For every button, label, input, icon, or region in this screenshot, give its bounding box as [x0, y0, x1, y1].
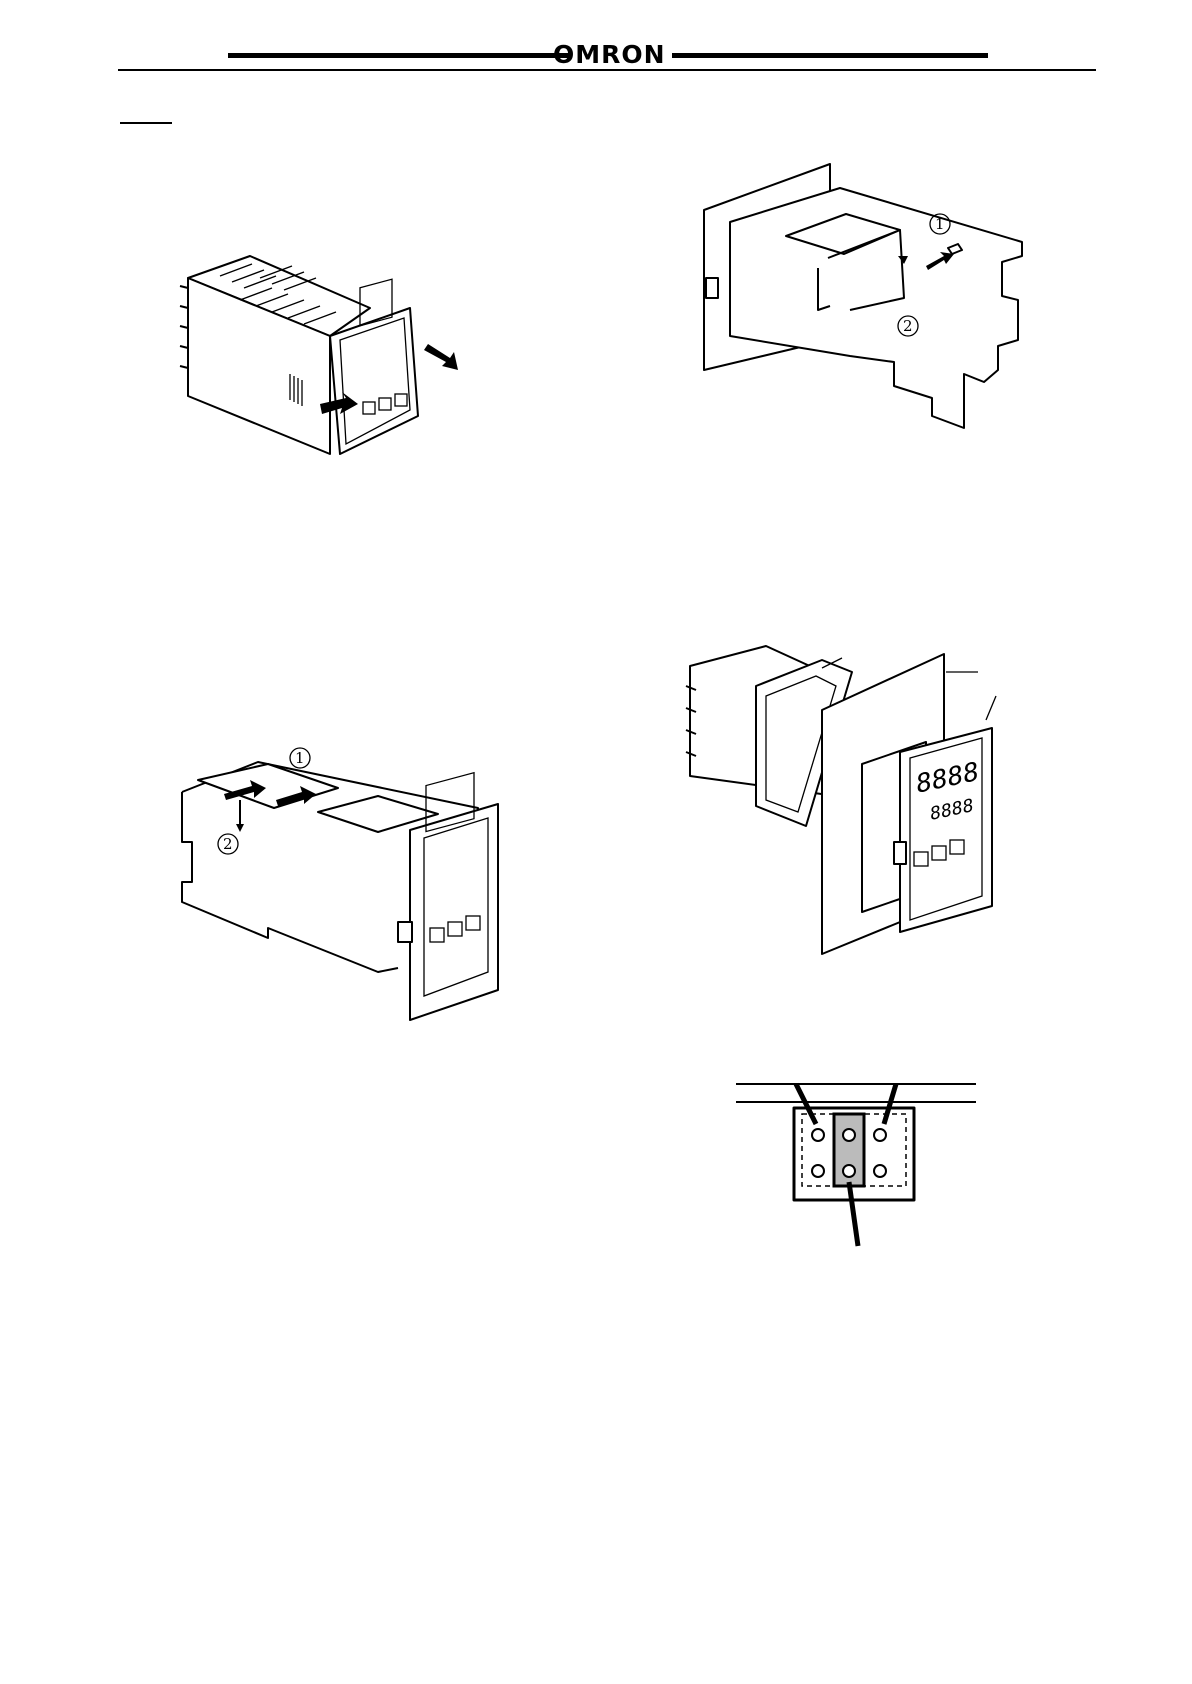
panel-mounting-figure: 8888 8888 [686, 646, 1006, 958]
marker-2: 2 [223, 835, 233, 853]
board-insertion-figure: 1 2 [178, 742, 508, 1032]
marker-1: 1 [935, 215, 945, 233]
terminal-block-detail-figure [736, 1078, 976, 1250]
section-heading-underline [120, 122, 172, 124]
omron-logo: OMRON [553, 41, 655, 69]
header-rule-right [672, 53, 988, 58]
marker-1: 1 [295, 749, 305, 767]
front-panel-removal-figure [180, 248, 510, 498]
header-divider [118, 69, 1096, 71]
marker-2: 2 [903, 317, 913, 335]
header-rule-left [228, 53, 570, 58]
side-board-insertion-figure: 1 2 [700, 160, 1060, 450]
